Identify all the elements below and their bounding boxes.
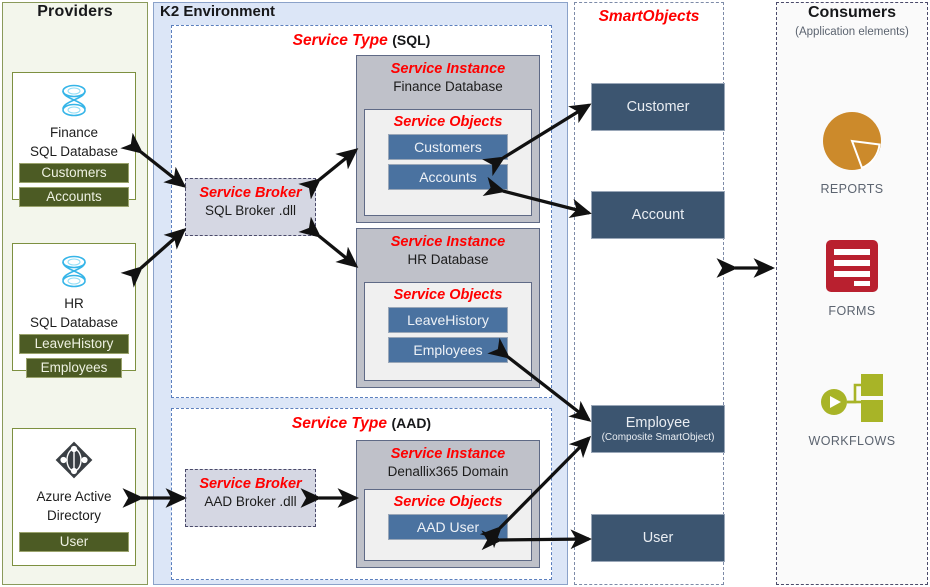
pie-chart-icon (823, 112, 881, 170)
sql-database-icon (13, 78, 135, 122)
provider-tag[interactable]: User (19, 532, 129, 552)
consumer-caption: REPORTS (820, 182, 884, 196)
smartobject-label: Account (631, 207, 685, 223)
service-objects-label: Service Objects (393, 494, 503, 510)
service-instance-name: Finance Database (393, 79, 503, 94)
provider-name-line2: Directory (46, 507, 101, 523)
service-broker-aad[interactable]: Service Broker AAD Broker .dll (185, 469, 316, 527)
smartobject-account[interactable]: Account (591, 191, 725, 239)
consumers-panel (776, 2, 928, 585)
smartobject-sublabel: (Composite SmartObject) (601, 432, 715, 443)
service-instance-label: Service Instance (390, 61, 506, 77)
service-broker-sql[interactable]: Service Broker SQL Broker .dll (185, 178, 316, 236)
consumers-subtitle: (Application elements) (795, 26, 909, 38)
service-type-aad-heading: Service Type (AAD) (172, 415, 551, 433)
provider-name-line1: Finance (49, 125, 99, 140)
provider-name-line1: HR (64, 296, 84, 311)
sql-database-icon (13, 249, 135, 293)
provider-tag[interactable]: Accounts (19, 187, 129, 207)
provider-tag[interactable]: LeaveHistory (19, 334, 129, 354)
service-broker-name: SQL Broker .dll (204, 203, 297, 218)
consumer-caption: FORMS (828, 304, 876, 318)
service-broker-label: Service Broker (199, 185, 302, 201)
smartobjects-title: SmartObjects (598, 8, 700, 25)
service-objects-label: Service Objects (393, 114, 503, 130)
service-type-kind: (SQL) (392, 32, 431, 48)
k2-environment-title: K2 Environment (160, 3, 276, 20)
consumers-title: Consumers (807, 4, 897, 21)
azure-active-directory-icon (13, 434, 135, 486)
provider-name-line1: Azure Active (36, 489, 112, 504)
service-type-label: Service Type (292, 32, 388, 49)
service-type-label: Service Type (291, 415, 387, 432)
service-instance-finance-database[interactable]: Service Instance Finance Database Servic… (356, 55, 540, 223)
service-type-sql-heading: Service Type (SQL) (172, 32, 551, 50)
service-objects-label: Service Objects (393, 287, 503, 303)
service-object-chip[interactable]: LeaveHistory (388, 307, 508, 333)
smartobject-user[interactable]: User (591, 514, 725, 562)
service-object-chip[interactable]: Customers (388, 134, 508, 160)
service-object-chip[interactable]: Employees (388, 337, 508, 363)
smartobject-label: Customer (626, 99, 690, 115)
smartobject-label: Employee (625, 415, 691, 431)
provider-name-line2: SQL Database (29, 314, 119, 330)
provider-tag[interactable]: Employees (26, 358, 122, 378)
provider-card-hr[interactable]: HR SQL Database LeaveHistory Employees (12, 243, 136, 378)
smartobject-customer[interactable]: Customer (591, 83, 725, 131)
service-instance-label: Service Instance (390, 234, 506, 250)
consumer-reports[interactable]: REPORTS (776, 110, 928, 196)
service-instance-hr-database[interactable]: Service Instance HR Database Service Obj… (356, 228, 540, 388)
provider-tag[interactable]: Customers (19, 163, 129, 183)
workflow-icon (821, 374, 883, 422)
service-broker-label: Service Broker (199, 476, 302, 492)
providers-title: Providers (37, 3, 113, 20)
service-instance-name: Denallix365 Domain (387, 464, 509, 479)
consumer-forms[interactable]: FORMS (776, 238, 928, 318)
service-type-kind: (AAD) (391, 415, 432, 431)
consumer-workflows[interactable]: WORKFLOWS (776, 370, 928, 448)
service-objects-group: Service Objects AAD User (364, 489, 532, 561)
forms-icon (826, 240, 878, 292)
service-object-chip[interactable]: Accounts (388, 164, 508, 190)
service-instance-name: HR Database (407, 252, 489, 267)
service-instance-label: Service Instance (390, 446, 506, 462)
service-broker-name: AAD Broker .dll (204, 494, 297, 509)
provider-card-azure-ad[interactable]: Azure Active Directory User (12, 428, 136, 566)
provider-card-finance[interactable]: Finance SQL Database Customers Accounts (12, 72, 136, 207)
provider-name-line2: SQL Database (29, 143, 119, 159)
service-object-chip[interactable]: AAD User (388, 514, 508, 540)
consumer-caption: WORKFLOWS (808, 434, 896, 448)
smartobject-label: User (642, 530, 674, 546)
service-instance-denallix365-domain[interactable]: Service Instance Denallix365 Domain Serv… (356, 440, 540, 568)
smartobject-employee[interactable]: Employee (Composite SmartObject) (591, 405, 725, 453)
service-objects-group: Service Objects Customers Accounts (364, 109, 532, 216)
service-objects-group: Service Objects LeaveHistory Employees (364, 282, 532, 381)
